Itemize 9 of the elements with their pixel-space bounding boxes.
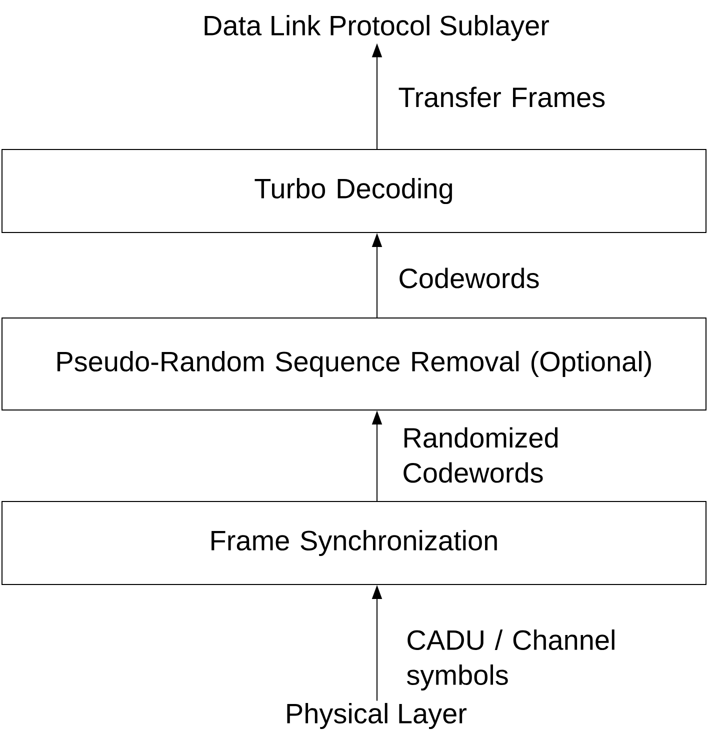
process-box: Frame Synchronization	[2, 501, 706, 585]
edge-label: Transfer Frames	[398, 86, 605, 108]
edge-label: CADU / Channel symbols	[406, 629, 614, 691]
process-box: Pseudo-Random Sequence Removal (Optional)	[2, 318, 706, 410]
process-box: Turbo Decoding	[2, 149, 706, 233]
layer-label: Physical Layer	[287, 702, 467, 730]
edge-label: Randomized Codewords	[404, 427, 558, 483]
layer-label: Data Link Protocol Sublayer	[204, 14, 549, 42]
edge-label: Codewords	[400, 268, 539, 288]
